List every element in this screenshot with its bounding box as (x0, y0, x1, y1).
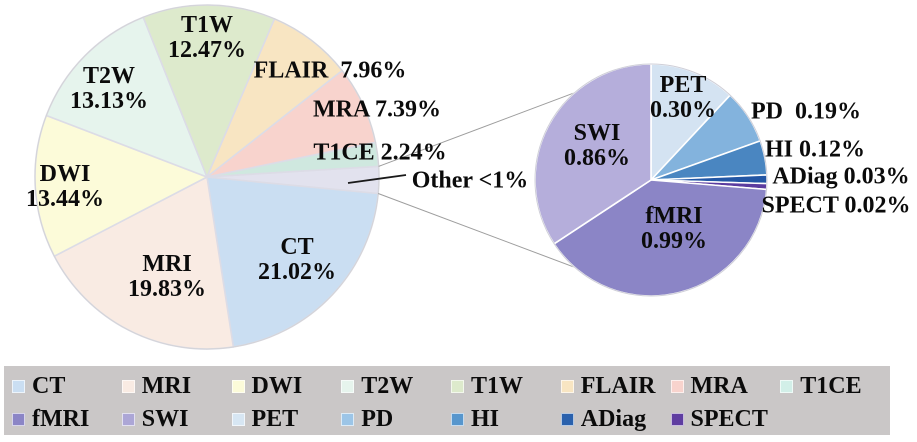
legend-item-t2w: T2W (341, 373, 451, 400)
legend-swatch-swi (121, 413, 135, 426)
legend-item-mri: MRI (121, 373, 232, 400)
legend-swatch-fmri (12, 413, 25, 426)
other-leader-line (347, 174, 407, 184)
pie-slice-ct (206, 176, 380, 348)
legend-swatch-hi (451, 413, 464, 426)
legend-label-t2w: T2W (361, 373, 414, 399)
legend-label-adiag: ADiag (580, 406, 647, 432)
legend-label-t1ce: T1CE (800, 373, 862, 399)
legend-label-flair: FLAIR (580, 373, 656, 399)
legend-swatch-pet (231, 413, 245, 426)
pie-rim (34, 4, 380, 350)
legend-swatch-t1ce (780, 380, 794, 393)
legend-label-fmri: fMRI (32, 406, 90, 432)
legend-swatch-t1w (451, 380, 464, 393)
other-modalities-detail-pie (534, 63, 768, 297)
imaging-modalities-main-pie (34, 4, 380, 350)
legend-swatch-spect (670, 413, 684, 426)
legend-item-hi: HI (451, 406, 561, 433)
legend-label-hi: HI (471, 406, 500, 432)
legend-label-t1w: T1W (471, 373, 524, 399)
legend-swatch-pd (341, 413, 355, 426)
legend-item-pet: PET (231, 406, 342, 433)
legend-item-ct: CT (12, 373, 122, 400)
pie-rim (534, 63, 768, 297)
legend-swatch-adiag (560, 413, 574, 426)
legend-item-pd: PD (341, 406, 451, 433)
legend-item-flair: FLAIR (560, 373, 671, 400)
legend-item-swi: SWI (121, 406, 232, 433)
legend-item-dwi: DWI (231, 373, 342, 400)
legend-swatch-flair (560, 380, 574, 393)
legend-label-swi: SWI (141, 406, 189, 432)
legend-item-t1w: T1W (451, 373, 561, 400)
legend-item-fmri: fMRI (12, 406, 122, 433)
pie-charts-svg (34, 4, 768, 350)
legend-swatch-mri (121, 380, 135, 393)
legend-swatch-t2w (341, 380, 355, 393)
legend-label-mri: MRI (141, 373, 192, 399)
legend-label-pet: PET (251, 406, 299, 432)
legend-row-1: CT MRI DWI T2W T1W FLAIR MRA T1CE (12, 370, 890, 403)
legend-row-2: fMRI SWI PET PD HI ADiag SPECT (12, 403, 890, 436)
legend-label-spect: SPECT (690, 406, 768, 432)
legend-item-spect: SPECT (670, 406, 781, 433)
legend-label-dwi: DWI (251, 373, 303, 399)
legend-item-t1ce: T1CE (780, 373, 890, 400)
legend-swatch-mra (670, 380, 684, 393)
legend-item-adiag: ADiag (560, 406, 671, 433)
chart-legend: CT MRI DWI T2W T1W FLAIR MRA T1CE fMRI SWI PET PD HI… (4, 366, 890, 435)
legend-label-mra: MRA (690, 373, 748, 399)
legend-swatch-dwi (231, 380, 245, 393)
legend-item-mra: MRA (670, 373, 781, 400)
legend-label-ct: CT (32, 373, 66, 399)
legend-label-pd: PD (361, 406, 394, 432)
legend-swatch-ct (12, 380, 25, 393)
